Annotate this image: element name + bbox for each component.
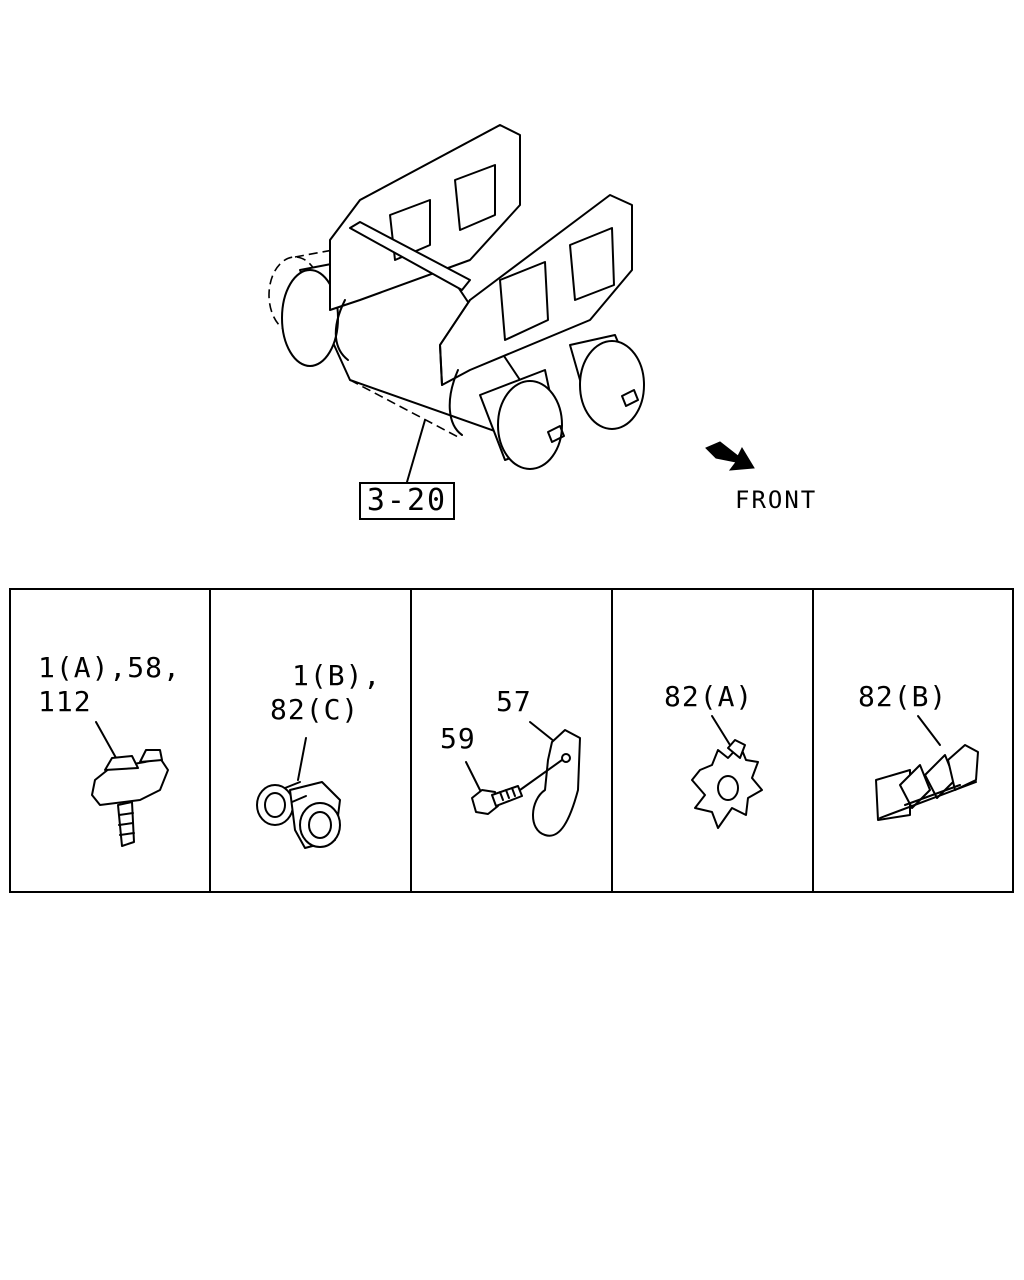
part-label-112[interactable]: 112 — [38, 685, 92, 718]
part-label-82b[interactable]: 82(B) — [858, 680, 948, 713]
front-direction-label: FRONT — [735, 486, 818, 514]
part-label-57[interactable]: 57 — [496, 685, 532, 718]
reference-box-3-20[interactable]: 3-20 — [359, 482, 455, 520]
part-label-1b[interactable]: 1(B), — [292, 659, 382, 692]
reference-leader-line — [406, 419, 426, 483]
star-clip-icon — [691, 715, 763, 829]
air-tank-assembly-illustration — [268, 124, 645, 470]
clip-screw-icon — [91, 721, 169, 847]
double-clamp-icon — [256, 737, 341, 849]
part-label-82a[interactable]: 82(A) — [664, 680, 754, 713]
parts-table-grid — [9, 588, 1014, 893]
part-label-59[interactable]: 59 — [440, 722, 476, 755]
p-clamp-icon — [519, 721, 581, 837]
part-label-1a-58[interactable]: 1(A),58, — [38, 651, 181, 684]
multi-clip-icon — [875, 715, 979, 821]
arrow-front-icon — [705, 441, 755, 471]
bolt-icon — [465, 761, 523, 815]
part-label-82c[interactable]: 82(C) — [270, 693, 360, 726]
